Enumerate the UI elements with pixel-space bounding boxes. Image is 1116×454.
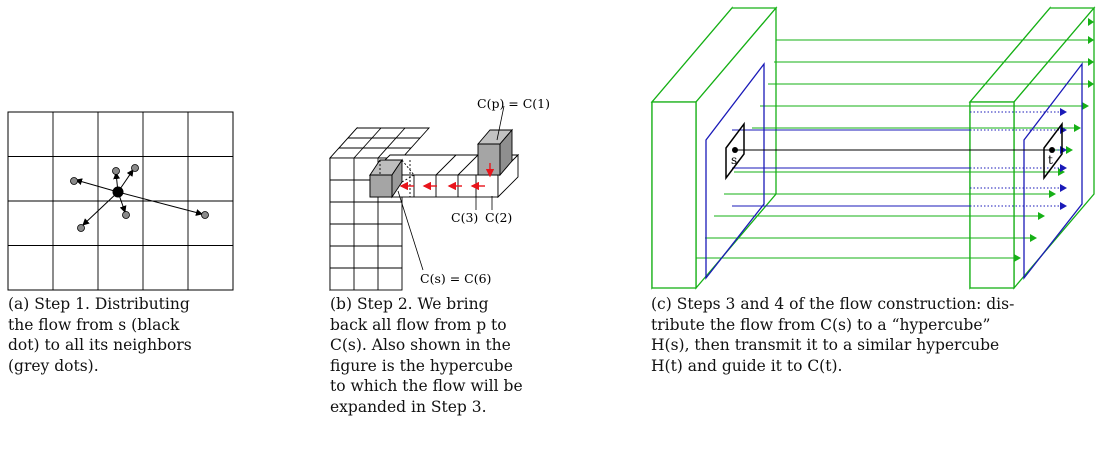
- caption-c-line: (c) Steps 3 and 4 of the flow constructi…: [651, 295, 1015, 313]
- caption-c: (c) Steps 3 and 4 of the flow constructi…: [651, 294, 1106, 376]
- caption-a: (a) Step 1. Distributing the flow from s…: [8, 294, 238, 376]
- caption-b: (b) Step 2. We bring back all flow from …: [330, 294, 562, 417]
- caption-b-line: figure is the hypercube: [330, 356, 513, 375]
- caption-b-line: to which the flow will be: [330, 377, 523, 395]
- figure-c-hypercubes: [650, 6, 1096, 290]
- figure-b-leaders: [397, 105, 505, 271]
- label-s: s: [731, 153, 737, 167]
- caption-b-line: C(s). Also shown in the: [330, 336, 511, 354]
- caption-a-line: the flow from s (black: [8, 315, 180, 334]
- caption-a-line: (a) Step 1. Distributing: [8, 295, 190, 313]
- caption-b-line: back all flow from p to: [330, 315, 507, 334]
- source-dot: [112, 186, 124, 198]
- caption-a-line: dot) to all its neighbors: [8, 336, 192, 354]
- neighbor-dots: [70, 164, 209, 232]
- label-cs: C(s) = C(6): [420, 271, 491, 286]
- caption-c-line: H(t) and guide it to C(t).: [651, 356, 843, 375]
- caption-b-line: expanded in Step 3.: [330, 397, 487, 416]
- figure-a-grid: [7, 111, 234, 291]
- caption-a-line: (grey dots).: [8, 356, 99, 375]
- caption-c-line: H(s), then transmit it to a similar hype…: [651, 336, 1000, 354]
- flow-arrows: [75, 169, 203, 226]
- label-t: t: [1048, 153, 1053, 167]
- caption-b-line: (b) Step 2. We bring: [330, 295, 489, 313]
- caption-c-line: tribute the flow from C(s) to a “hypercu…: [651, 315, 991, 334]
- figure-b-cubes: [328, 126, 520, 292]
- label-c3: C(3): [451, 210, 478, 225]
- figure-b-red-arrows: [399, 163, 495, 191]
- label-c2: C(2): [485, 210, 512, 225]
- green-arrowheads: [1014, 18, 1094, 262]
- label-cp: C(p) = C(1): [477, 96, 550, 111]
